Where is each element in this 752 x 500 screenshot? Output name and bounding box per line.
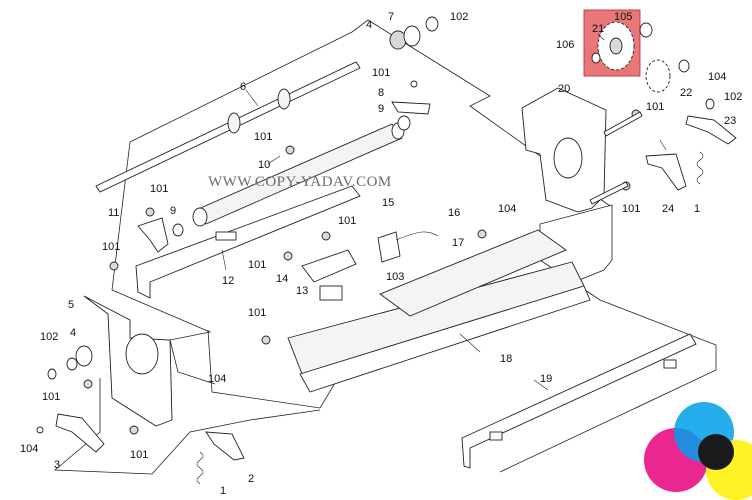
- frame-outline-center: [207, 204, 717, 473]
- callout-101: 101: [646, 101, 664, 113]
- callout-23: 23: [724, 115, 736, 127]
- gear-22: [645, 59, 690, 93]
- callout-104: 104: [498, 203, 516, 215]
- callout-15: 15: [382, 197, 394, 209]
- gear-7: [389, 16, 439, 50]
- callout-8: 8: [378, 87, 384, 99]
- callout-101: 101: [130, 449, 148, 461]
- lever-3: [36, 413, 105, 453]
- callout-101: 101: [248, 259, 266, 271]
- rail-19: [461, 333, 697, 469]
- callout-4: 4: [70, 327, 76, 339]
- shaft-6: [95, 61, 361, 193]
- callout-labels: 21 105 106 104 22 20 101 102 23 24 1 101…: [20, 11, 742, 497]
- lever-2: [196, 431, 245, 485]
- callout-18: 18: [500, 353, 512, 365]
- callout-21: 21: [592, 23, 604, 35]
- frame-outline-lower: [53, 378, 321, 475]
- callout-3: 3: [54, 459, 60, 471]
- callout-16: 16: [448, 207, 460, 219]
- callout-6: 6: [240, 81, 246, 93]
- bushing-106: [591, 52, 601, 64]
- callout-10: 10: [258, 159, 270, 171]
- callout-105: 105: [614, 11, 632, 23]
- callout-1: 1: [694, 203, 700, 215]
- callout-13: 13: [296, 285, 308, 297]
- gear-21-highlight: [583, 9, 641, 77]
- callout-104: 104: [708, 71, 726, 83]
- sensor-15: [377, 231, 439, 263]
- callout-103: 103: [386, 271, 404, 283]
- right-frame-20: [521, 87, 607, 213]
- gear-4-lower: [47, 345, 93, 380]
- callout-101: 101: [254, 131, 272, 143]
- callout-2: 2: [248, 473, 254, 485]
- plate-12: [135, 185, 361, 299]
- callout-5: 5: [68, 299, 74, 311]
- callout-19: 19: [540, 373, 552, 385]
- callout-7: 7: [388, 11, 394, 23]
- bracket-8: [391, 80, 431, 115]
- callout-22: 22: [680, 87, 692, 99]
- watermark: WWW.COPY-YADAV.COM: [208, 174, 392, 190]
- bracket-11: [137, 207, 169, 253]
- callout-20: 20: [558, 83, 570, 95]
- frame-outline-top: [351, 19, 611, 207]
- shaft-right: [589, 111, 643, 205]
- side-frame-5: [83, 295, 173, 427]
- leader-lines: [221, 33, 667, 391]
- roller-10: [192, 122, 405, 227]
- bushing-9-upper: [397, 115, 411, 131]
- callout-24: 24: [662, 203, 674, 215]
- callout-101: 101: [248, 307, 266, 319]
- callout-101: 101: [42, 391, 60, 403]
- callout-102: 102: [450, 11, 468, 23]
- callout-17: 17: [452, 237, 464, 249]
- screw-set: [83, 109, 641, 435]
- callout-9: 9: [378, 103, 384, 115]
- callout-1: 1: [220, 485, 226, 497]
- callout-9: 9: [170, 205, 176, 217]
- callout-102: 102: [724, 91, 742, 103]
- callout-12: 12: [222, 275, 234, 287]
- callout-101: 101: [150, 183, 168, 195]
- guide-17: [379, 229, 567, 317]
- guide-plate-18: [287, 261, 591, 393]
- bracket-24: [645, 151, 704, 191]
- lever-23: [685, 98, 737, 145]
- callout-14: 14: [276, 273, 288, 285]
- callout-101: 101: [102, 241, 120, 253]
- bracket-13: [319, 285, 343, 301]
- frame-outline-left: [129, 31, 353, 143]
- bushing-9-lower: [172, 223, 184, 237]
- color-logo: [644, 402, 752, 500]
- callout-101: 101: [338, 215, 356, 227]
- callout-106: 106: [556, 39, 574, 51]
- callout-101: 101: [372, 67, 390, 79]
- callout-11: 11: [108, 207, 119, 219]
- callout-104: 104: [208, 373, 226, 385]
- callout-101: 101: [622, 203, 640, 215]
- callout-104: 104: [20, 443, 38, 455]
- clip-105: [639, 22, 653, 38]
- callout-102: 102: [40, 331, 58, 343]
- callout-4: 4: [366, 19, 372, 31]
- bracket-14: [301, 249, 357, 283]
